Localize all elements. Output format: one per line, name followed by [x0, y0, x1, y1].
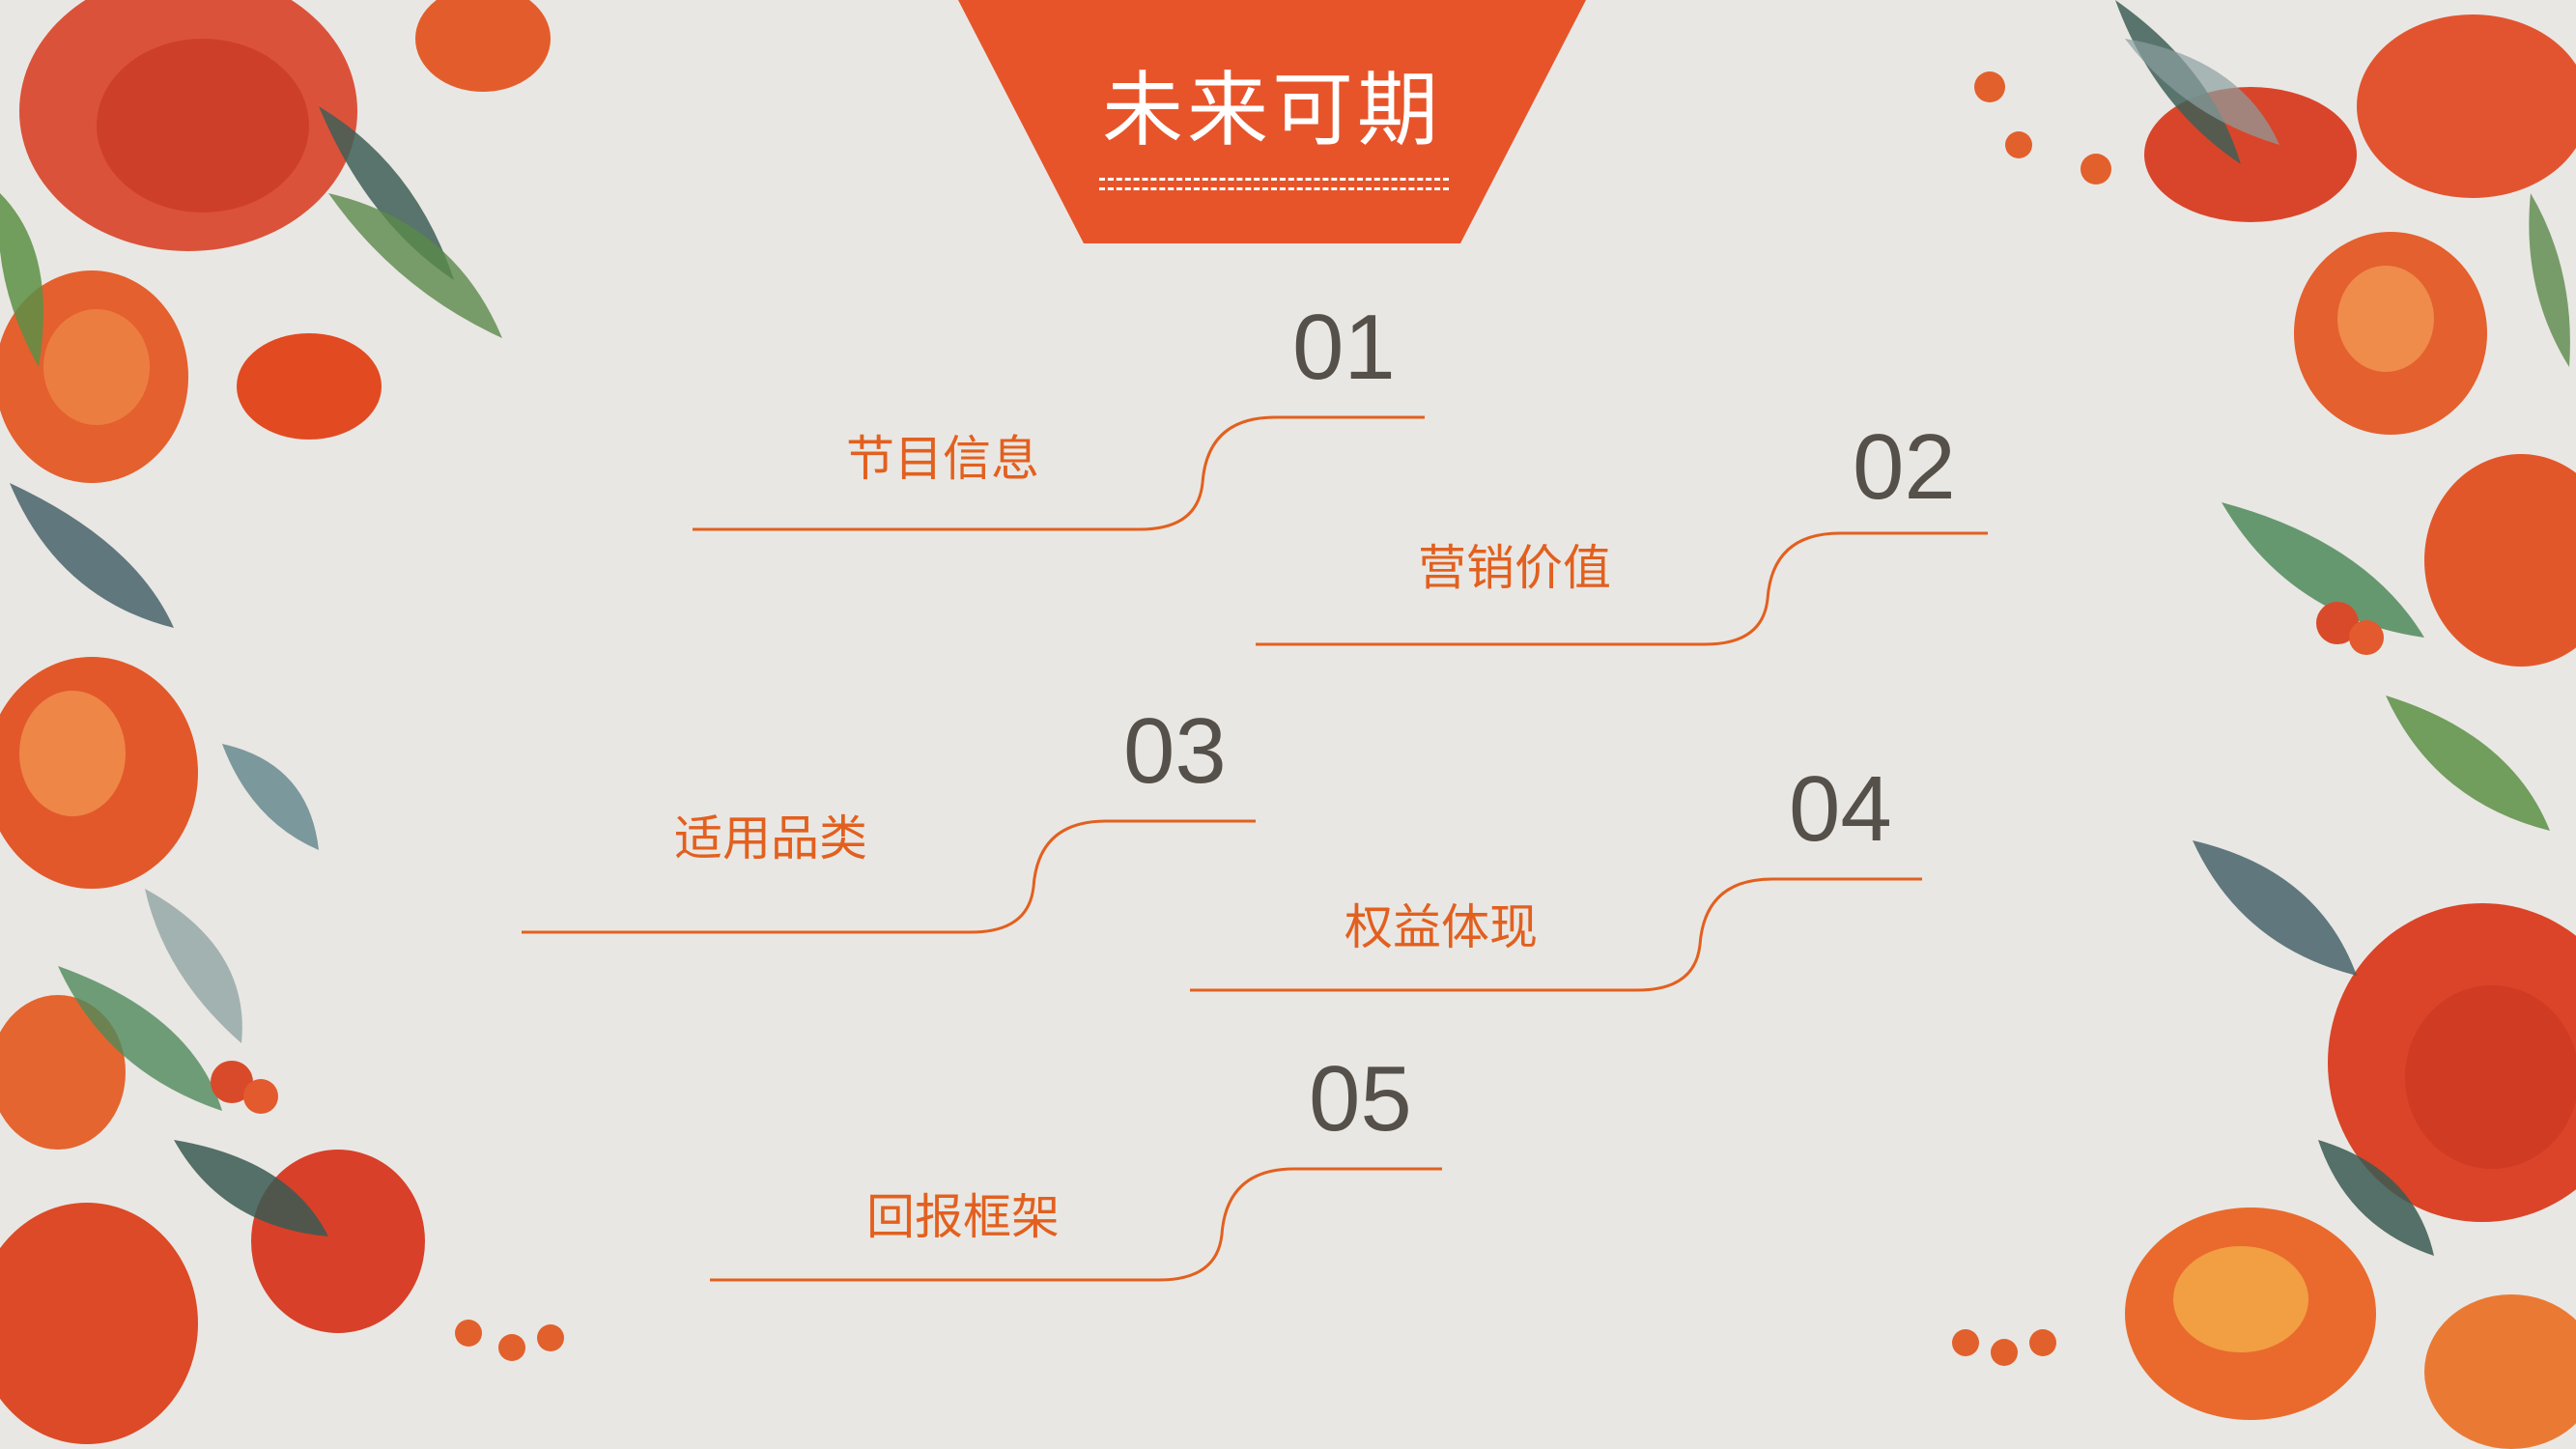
item-label-03: 适用品类	[674, 810, 867, 867]
title-underline	[1099, 178, 1449, 181]
connector-line-05	[710, 1167, 1442, 1282]
connector-line-04	[1190, 877, 1922, 992]
connector-line-03	[522, 819, 1256, 934]
connector-line-01	[693, 415, 1425, 531]
item-label-05: 回报框架	[866, 1189, 1060, 1245]
item-number-04: 04	[1789, 757, 1892, 861]
title-banner	[958, 0, 1586, 243]
item-label-04: 权益体现	[1345, 899, 1538, 955]
item-number-03: 03	[1123, 699, 1227, 803]
connector-line-02	[1256, 531, 1988, 646]
page-title: 未来可期	[1101, 63, 1442, 157]
item-label-02: 营销价值	[1418, 540, 1611, 596]
item-number-01: 01	[1292, 296, 1396, 399]
item-label-01: 节目信息	[846, 431, 1039, 487]
item-number-02: 02	[1853, 415, 1956, 519]
title-underline	[1099, 187, 1449, 190]
item-number-05: 05	[1309, 1047, 1412, 1151]
